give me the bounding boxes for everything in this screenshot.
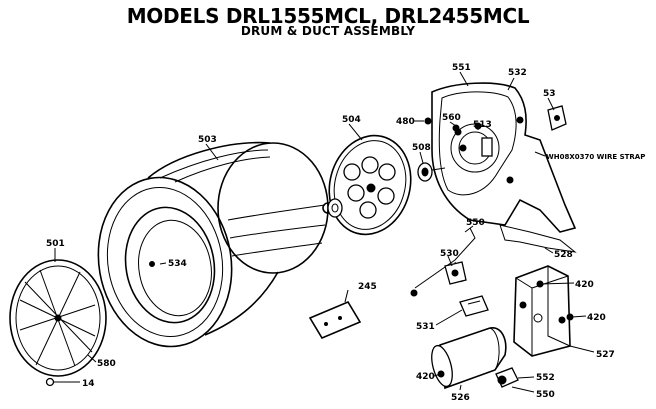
callout-534: 534 xyxy=(168,259,187,269)
drum-front-rim xyxy=(97,176,233,348)
callout-532: 532 xyxy=(508,68,527,78)
cover-plate-part[interactable] xyxy=(308,300,362,340)
heater-harness-part[interactable] xyxy=(410,227,476,297)
callout-550-bottom: 550 xyxy=(536,390,555,400)
callout-530: 530 xyxy=(440,249,459,259)
callout-528: 528 xyxy=(554,250,573,260)
thermostat-part[interactable] xyxy=(444,261,467,285)
callout-560: 560 xyxy=(442,113,461,123)
callout-503: 503 xyxy=(198,135,217,145)
drum-back-plate-part[interactable] xyxy=(318,126,421,243)
clip-part[interactable] xyxy=(547,105,567,131)
screw-560-part[interactable] xyxy=(452,124,460,132)
callout-531: 531 xyxy=(416,322,435,332)
drum-bottom-edge xyxy=(204,271,279,336)
callout-420-c: 420 xyxy=(416,372,435,382)
callout-513: 513 xyxy=(473,120,492,130)
drum-part[interactable] xyxy=(85,141,334,358)
callout-552: 552 xyxy=(536,373,555,383)
callout-526: 526 xyxy=(451,393,470,403)
leader-lines xyxy=(54,71,595,393)
callout-245: 245 xyxy=(358,282,377,292)
callout-wire-strap: WH08X0370 WIRE STRAP xyxy=(546,153,645,161)
hi-limit-thermostat-part[interactable] xyxy=(459,295,489,317)
callout-53: 53 xyxy=(543,89,556,99)
callout-527: 527 xyxy=(596,350,615,360)
drum-back-rim xyxy=(217,142,329,274)
drum-opening xyxy=(124,206,216,324)
diagram-subtitle: DRUM & DUCT ASSEMBLY xyxy=(240,24,416,38)
screw-480-part[interactable] xyxy=(424,117,432,125)
terminal-block-part[interactable] xyxy=(495,367,519,388)
callout-580: 580 xyxy=(97,359,116,369)
front-seal-part[interactable] xyxy=(9,259,107,377)
callout-550-top: 550 xyxy=(466,218,485,228)
screw-part[interactable] xyxy=(45,377,81,387)
seal-outer xyxy=(9,259,107,377)
callout-labels: 503 501 580 14 504 508 480 551 532 53 56… xyxy=(46,63,645,403)
callout-480: 480 xyxy=(396,117,415,127)
blower-housing-part[interactable] xyxy=(431,82,577,253)
bearing-washer[interactable] xyxy=(327,198,343,218)
drum-top-edge xyxy=(147,141,271,179)
callout-501: 501 xyxy=(46,239,65,249)
rear-bearing-part[interactable] xyxy=(417,162,446,182)
callout-14: 14 xyxy=(82,379,95,389)
callout-551: 551 xyxy=(452,63,471,73)
callout-420-a: 420 xyxy=(575,280,594,290)
diagram-title: MODELS DRL1555MCL, DRL2455MCL xyxy=(126,4,530,28)
callout-508: 508 xyxy=(412,143,431,153)
heater-bracket-part[interactable] xyxy=(513,265,571,357)
callout-504: 504 xyxy=(342,115,361,125)
callout-420-b: 420 xyxy=(587,313,606,323)
heater-element-part[interactable] xyxy=(428,327,507,390)
